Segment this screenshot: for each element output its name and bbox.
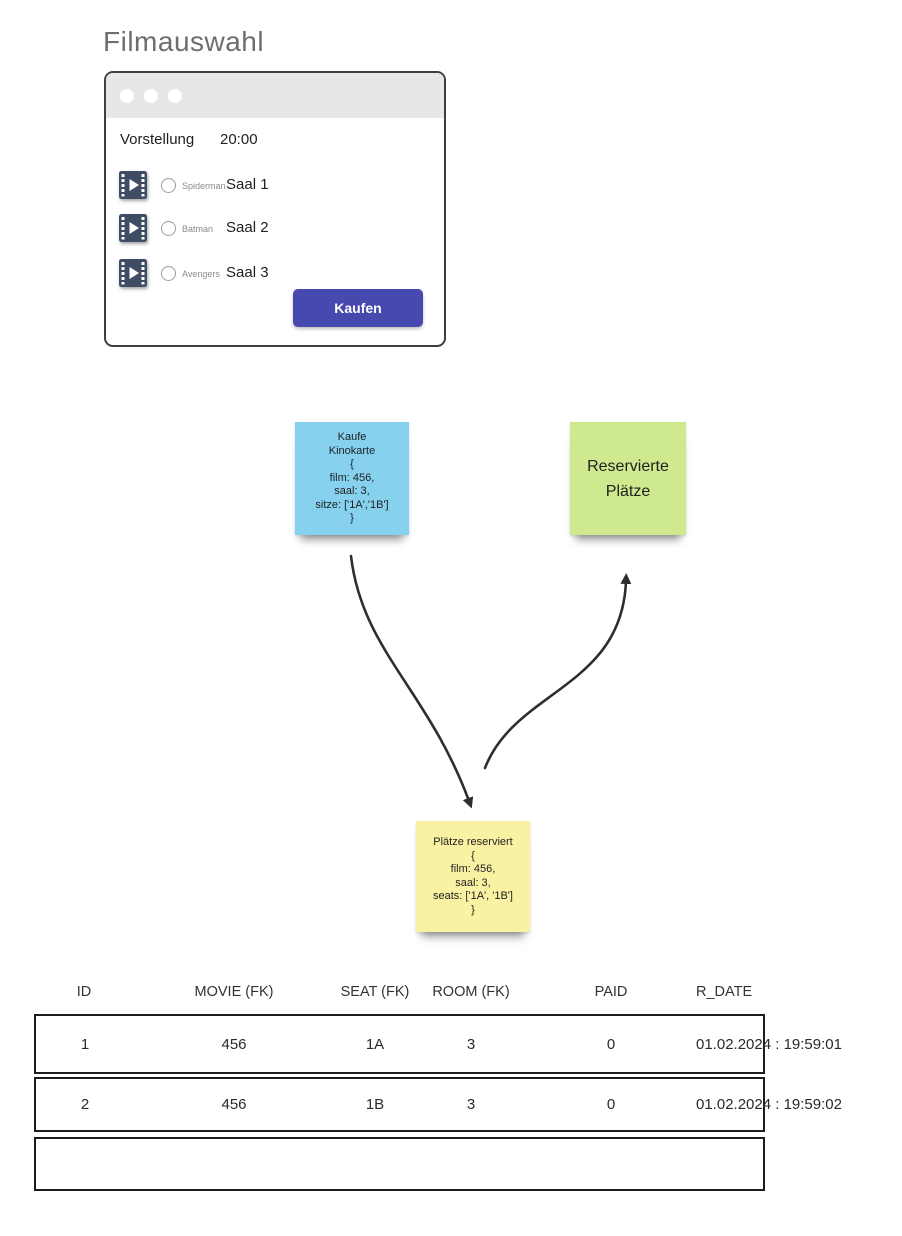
arrow-reserved-to-plaetze — [483, 573, 632, 770]
cell-seat: 1A — [365, 1035, 385, 1053]
note-line: Plätze reserviert — [433, 836, 513, 848]
page-title: Filmauswahl — [103, 26, 265, 57]
cell-id: 2 — [80, 1096, 90, 1113]
window-titlebar — [106, 73, 444, 118]
note-line: { — [350, 458, 354, 471]
movie-name: Avengers — [182, 269, 220, 279]
note-line: Kinokarte — [328, 444, 376, 457]
film-selection-window: Vorstellung 20:00 — [104, 71, 446, 347]
note-line: film: 456, — [329, 471, 375, 484]
column-header: ROOM (FK) — [432, 984, 510, 1000]
film-icon — [119, 214, 147, 242]
movie-row-batman: Batman Saal 2 — [106, 214, 444, 242]
note-line: Reservierte — [587, 457, 669, 475]
show-row: Vorstellung 20:00 — [120, 131, 258, 148]
note-reserved-seats: Reservierte Plätze — [570, 422, 686, 535]
column-header: MOVIE (FK) — [194, 984, 274, 1000]
room-label: Saal 1 — [226, 176, 269, 193]
table-row: 1 456 1A 3 0 01.02.2024 : 19:59:01 — [34, 1014, 842, 1074]
note-line: seats: ['1A', '1B'] — [433, 890, 513, 902]
note-line: film: 456, — [450, 863, 496, 875]
film-icon — [119, 171, 147, 199]
note-line: saal: 3, — [334, 485, 370, 498]
movie-name: Spiderman — [182, 181, 226, 191]
window-dot-icon — [120, 88, 134, 103]
arrow-buy-to-reserved — [349, 554, 474, 809]
note-line: } — [350, 512, 354, 525]
column-header: R_DATE — [696, 984, 753, 1000]
note-line: } — [471, 903, 475, 916]
note-line: Kaufe — [337, 431, 367, 444]
cell-seat: 1B — [365, 1096, 385, 1113]
movie-name: Batman — [182, 224, 214, 234]
movie-row-spiderman: Spiderman Saal 1 — [106, 171, 444, 199]
note-seats-reserved-event: Plätze reserviert { film: 456, saal: 3, … — [416, 821, 530, 932]
show-time: 20:00 — [220, 131, 258, 148]
column-header: ID — [76, 984, 92, 1000]
cell-rdate: 01.02.2024 : 19:59:02 — [696, 1096, 842, 1113]
room-label: Saal 3 — [226, 264, 269, 281]
table-header-row: ID MOVIE (FK) SEAT (FK) ROOM (FK) PAID R… — [34, 984, 814, 1000]
window-dot-icon — [168, 88, 182, 103]
radio-spiderman[interactable] — [161, 178, 176, 193]
note-line: Plätze — [605, 482, 651, 500]
note-line: saal: 3, — [455, 876, 491, 889]
cell-room: 3 — [466, 1096, 476, 1113]
cell-movie: 456 — [221, 1035, 247, 1053]
cell-room: 3 — [466, 1035, 476, 1053]
cell-movie: 456 — [221, 1096, 247, 1113]
note-buy-request: Kaufe Kinokarte { film: 456, saal: 3, si… — [295, 422, 409, 535]
column-header: SEAT (FK) — [340, 984, 410, 1000]
radio-batman[interactable] — [161, 221, 176, 236]
buy-button[interactable]: Kaufen — [293, 289, 423, 327]
cell-rdate: 01.02.2024 : 19:59:01 — [696, 1035, 842, 1053]
table-row-empty — [34, 1137, 765, 1191]
window-dot-icon — [144, 88, 158, 103]
note-line: { — [471, 849, 475, 862]
cell-id: 1 — [80, 1035, 90, 1053]
note-line: sitze: ['1A','1B'] — [315, 498, 389, 511]
movie-row-avengers: Avengers Saal 3 — [106, 259, 444, 287]
flow-arrows — [349, 554, 632, 809]
table-row: 2 456 1B 3 0 01.02.2024 : 19:59:02 — [34, 1077, 842, 1132]
room-label: Saal 2 — [226, 219, 269, 236]
show-label: Vorstellung — [120, 131, 195, 148]
cell-paid: 0 — [606, 1096, 616, 1113]
film-icon — [119, 259, 147, 287]
radio-avengers[interactable] — [161, 266, 176, 281]
column-header: PAID — [594, 984, 628, 1000]
cell-paid: 0 — [606, 1035, 616, 1053]
